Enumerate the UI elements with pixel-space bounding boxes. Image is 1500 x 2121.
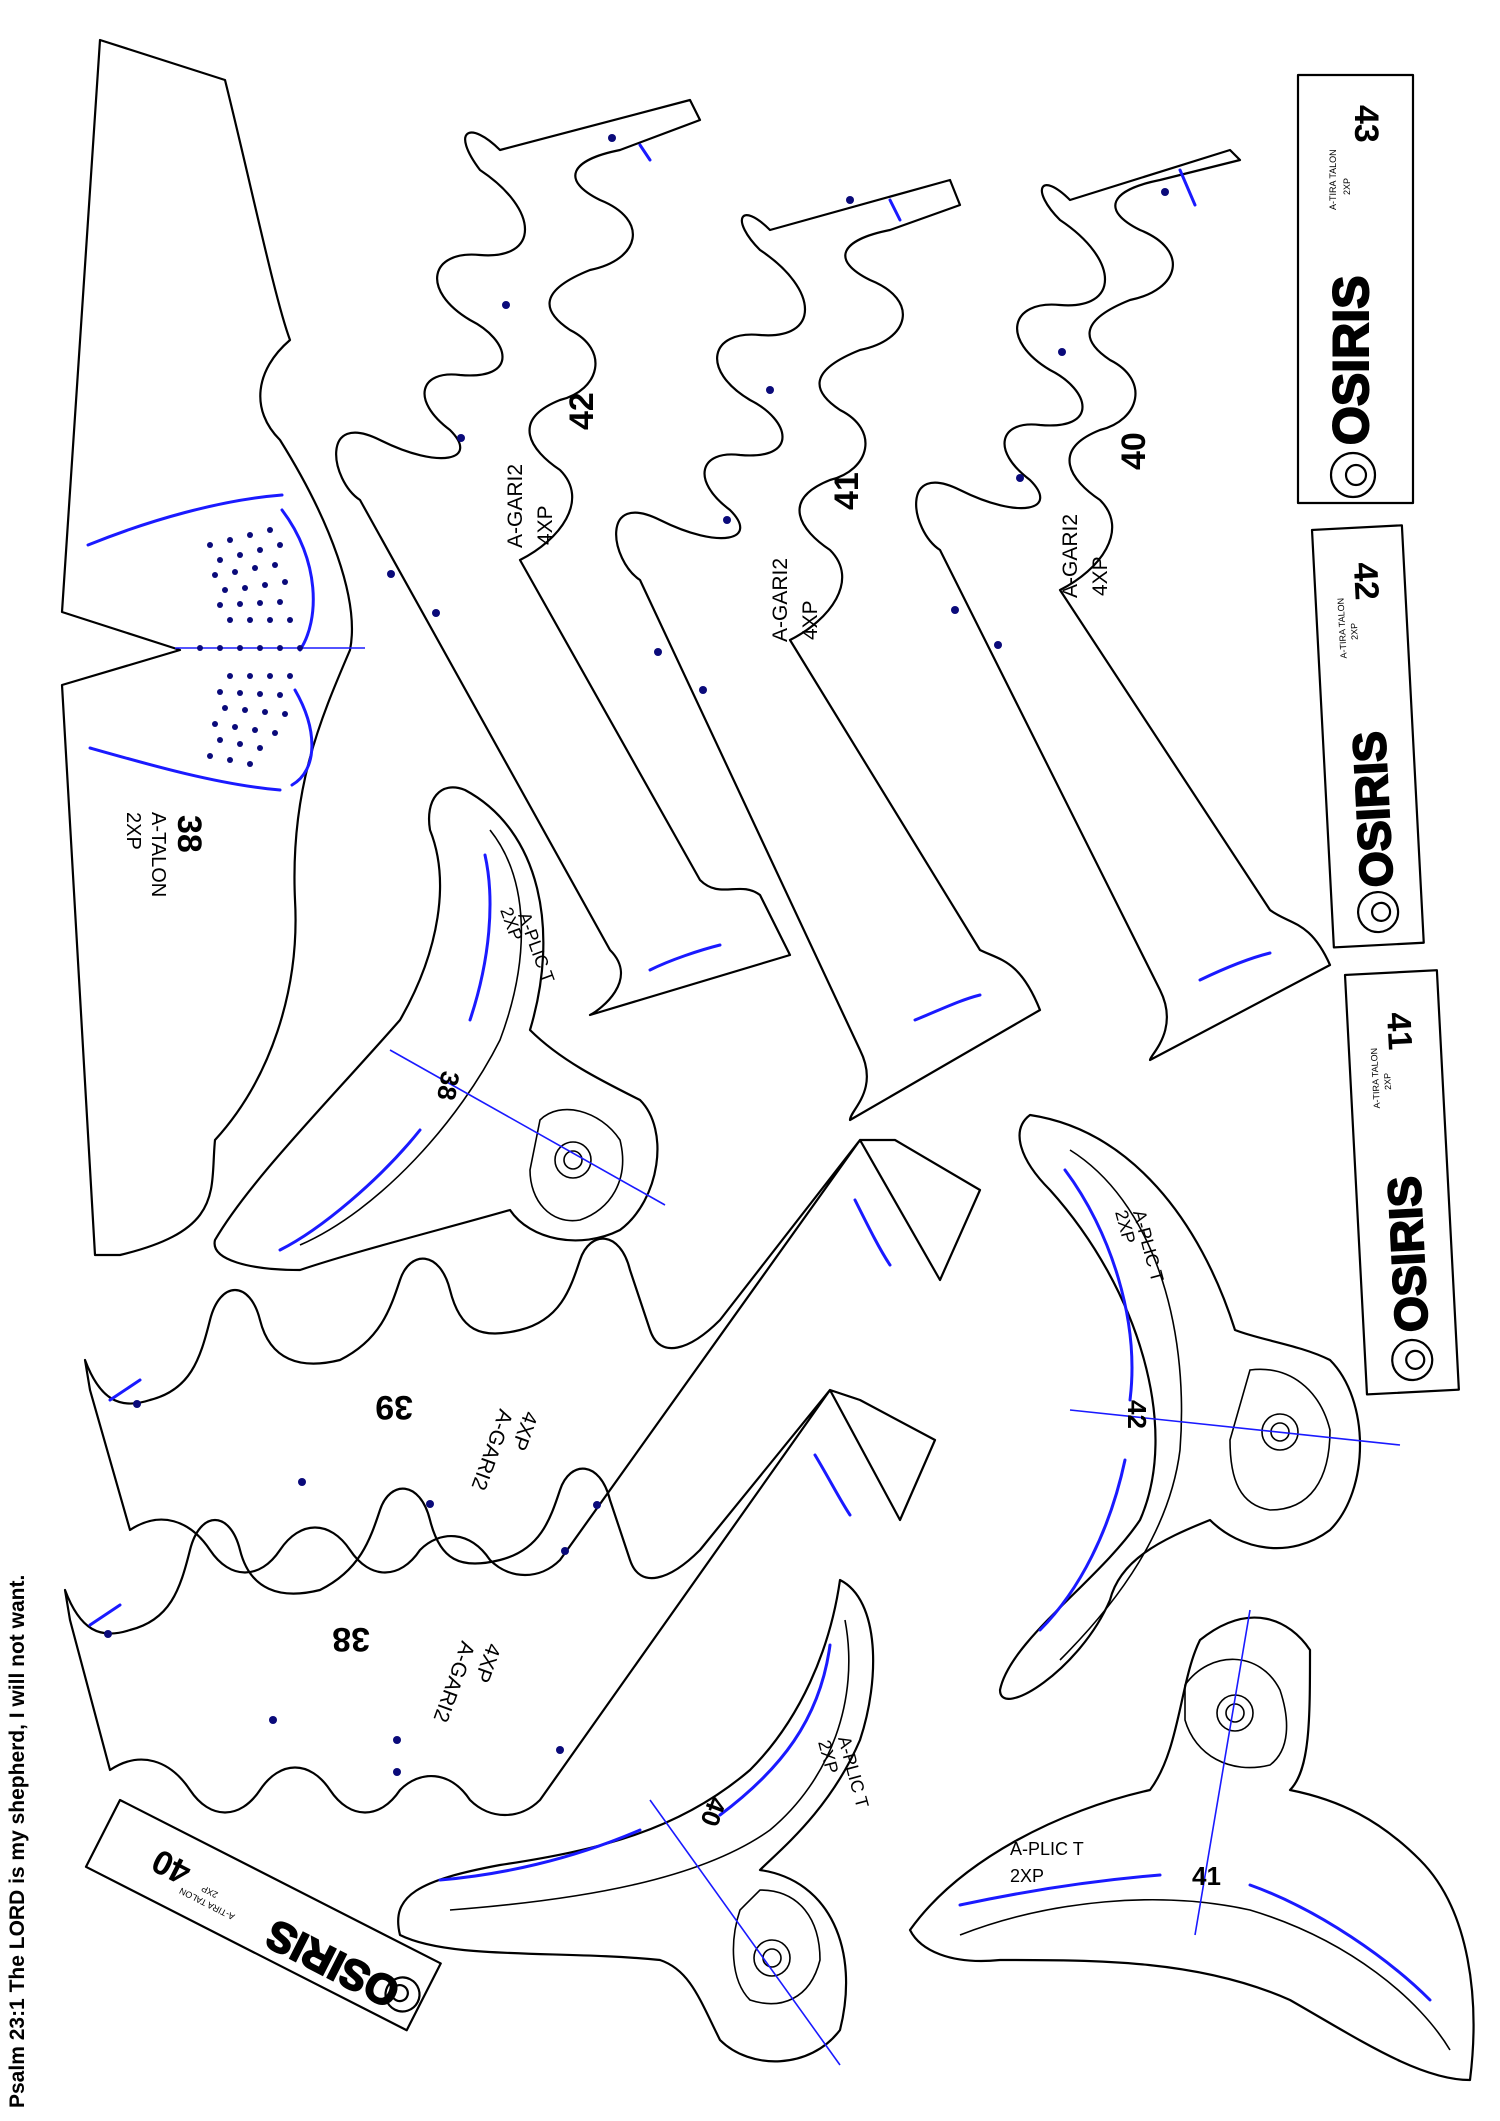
osiris-logo-icon xyxy=(1391,1338,1434,1382)
plic-42-name: A-PLIC T xyxy=(1129,1208,1167,1284)
gari-42-number: 42 xyxy=(563,392,601,430)
punch-hole-icon xyxy=(1261,1413,1299,1451)
plic-41-number: 41 xyxy=(1192,1861,1221,1891)
gari-40-name: A-GARI2 xyxy=(1059,514,1082,598)
tira-strip-42[interactable]: 42 A-TIRA TALON 2XP OSIRIS xyxy=(1310,524,1425,949)
tira-40-number: 40 xyxy=(146,1841,197,1892)
osiris-logo-icon xyxy=(384,1976,421,2013)
plic-38-number: 38 xyxy=(431,1069,466,1103)
tira-42-name: A-TIRA TALON xyxy=(1336,598,1349,659)
plic-40-number: 40 xyxy=(694,1793,732,1830)
tira-strip-40[interactable]: 40 2XP A-TIRA TALON OSIRIS xyxy=(84,1798,442,2032)
plic-piece-38[interactable]: 38 A-PLIC T 2XP xyxy=(213,786,666,1272)
gari-41-number: 41 xyxy=(828,472,866,510)
plic-38-qty: 2XP xyxy=(496,905,526,944)
tira-42-brand: OSIRIS xyxy=(1343,730,1403,888)
osiris-logo-icon xyxy=(1329,451,1377,499)
osiris-logo-icon xyxy=(1356,890,1400,934)
tira-41-brand: OSIRIS xyxy=(1378,1175,1438,1333)
talon-qty: 2XP xyxy=(122,812,144,850)
gari-42-name: A-GARI2 xyxy=(504,464,527,548)
gari-38-name: A-GARI2 xyxy=(429,1638,479,1725)
tira-strip-41[interactable]: 41 A-TIRA TALON 2XP OSIRIS xyxy=(1343,969,1460,1396)
punch-hole-icon xyxy=(753,1939,791,1977)
tira-43-name: A-TIRA TALON xyxy=(1328,149,1338,210)
tira-42-qty: 2XP xyxy=(1349,623,1360,641)
tira-42-number: 42 xyxy=(1346,561,1386,601)
plic-40-name: A-PLIC T xyxy=(834,1734,872,1810)
gari-39-name: A-GARI2 xyxy=(467,1406,517,1493)
gari-40-qty: 4XP xyxy=(1089,556,1112,596)
tira-43-qty: 2XP xyxy=(1342,178,1352,195)
plic-42-number: 42 xyxy=(1122,1400,1152,1429)
gari-41-qty: 4XP xyxy=(799,600,822,640)
verse-text: Psalm 23:1 The LORD is my shepherd, I wi… xyxy=(6,1575,29,2108)
gari-piece-40[interactable]: 40 A-GARI2 4XP xyxy=(915,148,1332,1062)
tira-41-number: 41 xyxy=(1379,1011,1419,1051)
gari-40-number: 40 xyxy=(1115,432,1153,470)
gari-41-name: A-GARI2 xyxy=(769,558,792,642)
gari-piece-41[interactable]: 41 A-GARI2 4XP xyxy=(615,178,1042,1122)
gari-38-number: 38 xyxy=(332,1620,370,1658)
punch-hole-icon xyxy=(554,1141,592,1179)
tira-41-name: A-TIRA TALON xyxy=(1369,1048,1382,1109)
tira-43-brand: OSIRIS xyxy=(1323,276,1379,445)
talon-piece-38[interactable]: 38 A-TALON 2XP xyxy=(60,38,365,1257)
plic-41-qty: 2XP xyxy=(1010,1866,1044,1886)
plic-piece-40[interactable]: 40 A-PLIC T 2XP xyxy=(397,1578,875,2066)
gari-39-number: 39 xyxy=(375,1388,413,1426)
gari-42-qty: 4XP xyxy=(534,505,557,545)
gari-piece-42[interactable]: 42 A-GARI2 4XP xyxy=(335,98,792,1017)
plic-piece-41[interactable]: 41 A-PLIC T 2XP xyxy=(908,1609,1475,2082)
tira-41-qty: 2XP xyxy=(1382,1073,1393,1091)
punch-dot-grid xyxy=(197,527,303,767)
tira-40-brand: OSIRIS xyxy=(258,1911,406,2018)
tira-strip-43[interactable]: 43 A-TIRA TALON 2XP OSIRIS xyxy=(1296,73,1415,505)
plic-41-name: A-PLIC T xyxy=(1010,1839,1084,1859)
plic-piece-42[interactable]: 42 A-PLIC T 2XP xyxy=(998,1113,1401,1700)
talon-name: A-TALON xyxy=(147,812,169,897)
tira-43-number: 43 xyxy=(1347,105,1385,143)
talon-number: 38 xyxy=(170,815,208,853)
